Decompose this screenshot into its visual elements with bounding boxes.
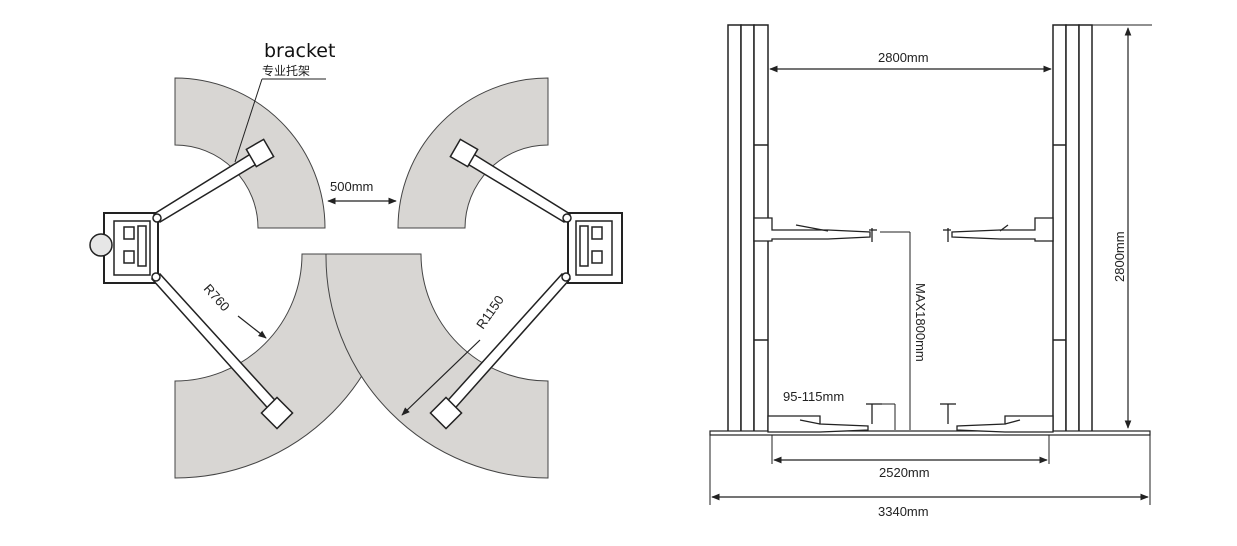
lift-arms xyxy=(150,138,572,430)
top-view: bracket 专业托架 500mm R760 R1150 xyxy=(89,40,623,479)
left-post-base xyxy=(89,212,159,284)
bracket-leader-line xyxy=(234,78,263,163)
radius-short-label: R760 xyxy=(201,281,233,314)
bracket-label-cn: 专业托架 xyxy=(262,63,310,78)
lift-pad-bottom-right xyxy=(429,396,463,430)
front-view: 2800mm 2800mm MAX1800mm 95-115mm 2520mm … xyxy=(709,24,1152,519)
lowered-arms xyxy=(767,403,1054,433)
lift-pad-bottom-left xyxy=(260,396,294,430)
right-post xyxy=(1052,24,1093,435)
base-width-label: 2520mm xyxy=(879,465,930,480)
gap-label: 500mm xyxy=(330,179,373,194)
bracket-label: bracket xyxy=(264,40,335,62)
right-post-base xyxy=(567,212,623,284)
max-lift-label: MAX1800mm xyxy=(913,283,928,362)
overall-width-label: 3340mm xyxy=(878,504,929,519)
lift-pad-top-left xyxy=(245,138,275,168)
base-plate xyxy=(709,430,1151,436)
height-label: 2800mm xyxy=(1112,231,1127,282)
raised-arms xyxy=(753,217,1054,242)
radius-long-label: R1150 xyxy=(473,293,507,332)
lift-pad-top-right xyxy=(449,138,479,168)
pad-height-label: 95-115mm xyxy=(783,389,844,404)
inner-width-label: 2800mm xyxy=(878,50,929,65)
motor-unit xyxy=(89,233,113,257)
raised-arm-left xyxy=(753,217,871,242)
swing-area-bottom-right xyxy=(325,253,549,479)
raised-arm-right xyxy=(951,217,1054,242)
radius-short-pointer xyxy=(237,315,267,339)
arm-top-right xyxy=(459,148,572,223)
radius-long-pointer xyxy=(401,339,481,416)
